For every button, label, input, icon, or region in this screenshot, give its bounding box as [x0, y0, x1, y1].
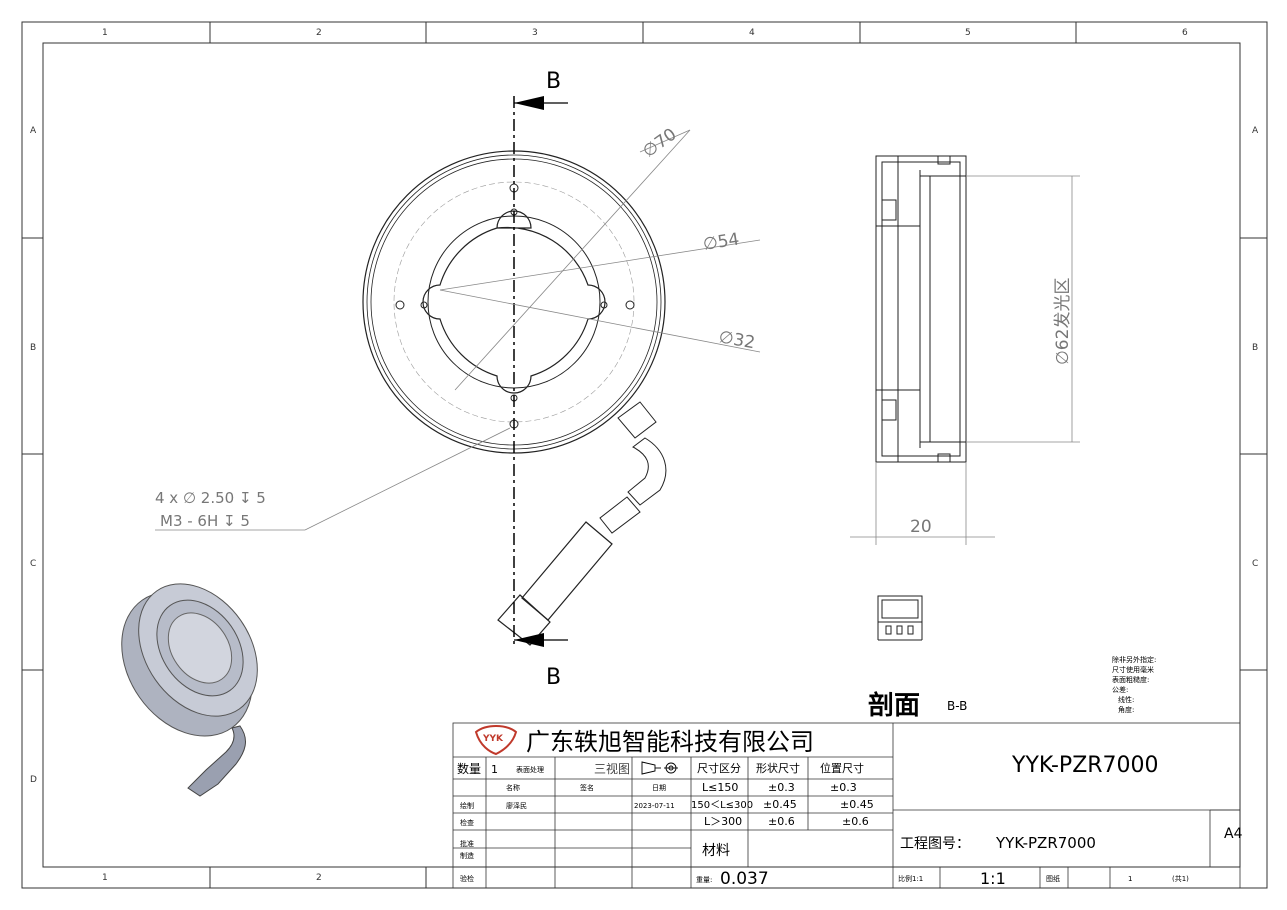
tol-r2-c1: ±0.6: [768, 815, 795, 828]
title-block-grid: [452, 722, 1241, 889]
sheet-size: A4: [1224, 826, 1243, 842]
weight-label: 重量:: [696, 876, 712, 884]
dim-holes-line1: 4 x ∅ 2.50 ↧ 5: [155, 489, 266, 507]
zone-dividers: [22, 22, 1267, 888]
qty-value: 1: [491, 763, 498, 776]
sheet-label: 图纸: [1046, 874, 1060, 883]
note-2: 表面粗糙度:: [1112, 675, 1149, 684]
dim-d62-emission: ∅62发光区: [1053, 278, 1073, 365]
zone-row-a: A: [30, 126, 37, 136]
date-label: 日期: [652, 784, 666, 792]
dimension-leaders: [155, 129, 761, 531]
dim-d32: ∅32: [717, 327, 756, 353]
material-label: 材料: [702, 843, 730, 859]
zone-col-4: 4: [749, 28, 755, 38]
sign-label: 签名: [580, 783, 594, 792]
zone-col-1: 1: [102, 28, 108, 38]
drawer-name: 廖泽民: [506, 801, 527, 810]
zone-row-b: B: [30, 343, 36, 353]
name-label: 名称: [506, 783, 520, 792]
tol-r2-c0: L＞300: [704, 815, 742, 828]
isometric-view: [121, 583, 258, 797]
company-name: 广东轶旭智能科技有限公司: [526, 728, 814, 756]
draw-label: 绘制: [460, 801, 474, 810]
check-label: 检查: [460, 818, 474, 827]
verify-label: 验检: [460, 874, 474, 883]
draw-date: 2023-07-11: [634, 802, 675, 810]
qty-label: 数量: [457, 761, 481, 776]
section-arrow-top: [514, 96, 568, 110]
zone-row-a-right: A: [1252, 126, 1259, 136]
dim-d70: ∅70: [639, 124, 680, 162]
tol-r1-c1: ±0.45: [763, 798, 797, 811]
scale-value: 1:1: [980, 869, 1006, 888]
zone-row-b-right: B: [1252, 343, 1258, 353]
company-logo: YYK: [474, 725, 518, 756]
drawing-no-label: 工程图号：: [900, 836, 970, 852]
zone-col-5: 5: [965, 28, 971, 38]
tol-r0-c1: ±0.3: [768, 781, 795, 794]
weight-value: 0.037: [720, 869, 769, 889]
approve-label: 批准: [460, 839, 474, 848]
section-view: [875, 155, 967, 463]
sheet-number: 1: [1128, 875, 1132, 883]
note-4: 线性:: [1118, 695, 1134, 704]
section-title: 剖面: [868, 690, 920, 721]
zone-col-2-bottom: 2: [316, 873, 322, 883]
logo-text: YYK: [482, 734, 504, 744]
zone-col-3: 3: [532, 28, 538, 38]
zone-row-c-right: C: [1252, 559, 1258, 569]
tol-header-1: 形状尺寸: [756, 761, 800, 775]
tol-header-2: 位置尺寸: [820, 761, 864, 775]
sheet-total: (共1): [1172, 874, 1189, 883]
scale-label: 比例1:1: [898, 874, 923, 883]
dim-d54: ∅54: [702, 229, 741, 254]
section-label-top: B: [546, 69, 561, 94]
zone-col-2: 2: [316, 28, 322, 38]
make-label: 制造: [460, 851, 474, 860]
tol-r1-c0: 150＜L≤300: [691, 800, 753, 811]
note-3: 公差:: [1112, 685, 1128, 694]
dim-width-20: 20: [910, 517, 932, 537]
drawing-no: YYK-PZR7000: [995, 834, 1096, 852]
tol-header-0: 尺寸区分: [697, 761, 741, 775]
note-0: 除非另外指定:: [1112, 655, 1156, 664]
zone-col-1-bottom: 1: [102, 873, 108, 883]
note-5: 角度:: [1118, 705, 1134, 714]
projection-symbol: [641, 761, 678, 775]
tol-r0-c2: ±0.3: [830, 781, 857, 794]
section-code: B-B: [947, 699, 967, 713]
tol-r1-c2: ±0.45: [840, 798, 874, 811]
zone-col-6: 6: [1182, 28, 1188, 38]
note-1: 尺寸使用毫米: [1112, 665, 1154, 674]
section-dim-lines: [850, 175, 1080, 545]
zone-row-d: D: [30, 775, 37, 785]
view-label: 三视图: [594, 761, 630, 776]
section-arrow-bottom: [514, 633, 568, 647]
dim-holes-line2: M3 - 6H ↧ 5: [160, 512, 250, 530]
tol-r2-c2: ±0.6: [842, 815, 869, 828]
tol-r0-c0: L≤150: [702, 781, 738, 794]
part-title: YYK-PZR7000: [1011, 753, 1159, 778]
connector-detail: [877, 595, 923, 641]
surface-label: 表面处理: [516, 765, 544, 774]
section-label-bottom: B: [546, 665, 561, 690]
zone-row-c: C: [30, 559, 36, 569]
